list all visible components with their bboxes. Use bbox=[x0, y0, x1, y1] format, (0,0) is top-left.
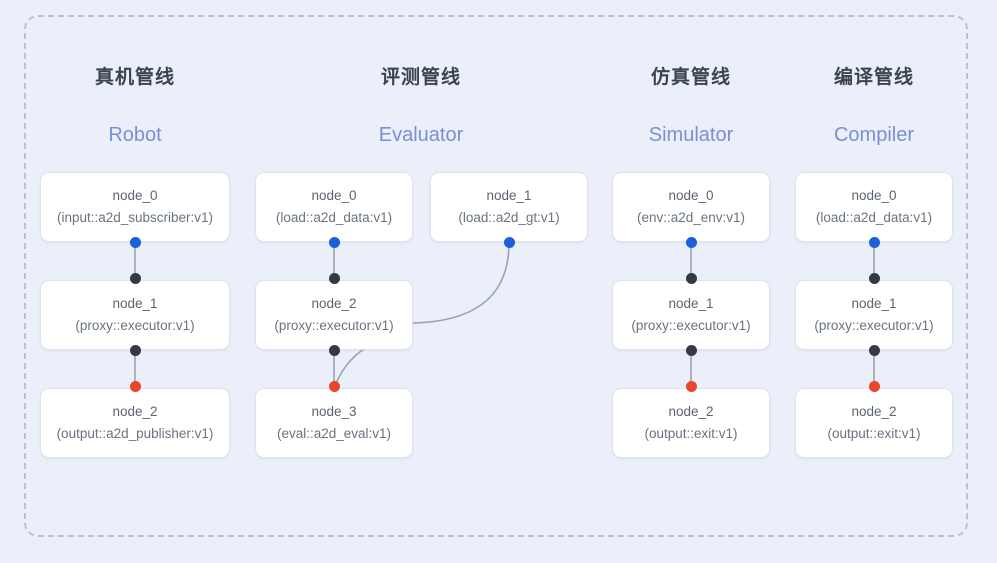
node-id: node_0 bbox=[668, 188, 714, 204]
port-in-simulator-1 bbox=[685, 272, 697, 284]
node-kind: (load::a2d_data:v1) bbox=[275, 210, 393, 225]
column-title-evaluator: 评测管线 bbox=[380, 66, 461, 88]
node-kind: (load::a2d_data:v1) bbox=[815, 210, 933, 225]
port-out-simulator-0 bbox=[685, 236, 697, 248]
column-subtitle-simulator: Simulator bbox=[648, 124, 734, 146]
node-simulator-1[interactable]: node_1 (proxy::executor:v1) bbox=[612, 280, 770, 350]
port-in-robot-2 bbox=[129, 380, 141, 392]
column-subtitle-robot: Robot bbox=[108, 124, 162, 146]
node-id: node_0 bbox=[851, 188, 897, 204]
port-in-evaluator-3 bbox=[328, 380, 340, 392]
node-id: node_3 bbox=[311, 404, 357, 420]
node-kind: (proxy::executor:v1) bbox=[631, 318, 751, 333]
node-kind: (proxy::executor:v1) bbox=[274, 318, 394, 333]
node-evaluator-2[interactable]: node_2 (proxy::executor:v1) bbox=[255, 280, 413, 350]
column-title-simulator: 仿真管线 bbox=[650, 66, 731, 88]
node-kind: (output::exit:v1) bbox=[827, 426, 921, 441]
port-out-robot-1 bbox=[129, 344, 141, 356]
node-robot-1[interactable]: node_1 (proxy::executor:v1) bbox=[40, 280, 230, 350]
pipeline-frame bbox=[24, 15, 968, 537]
node-id: node_2 bbox=[851, 404, 897, 420]
node-kind: (env::a2d_env:v1) bbox=[636, 210, 746, 225]
node-id: node_1 bbox=[851, 296, 897, 312]
node-kind: (output::exit:v1) bbox=[644, 426, 738, 441]
node-kind: (load::a2d_gt:v1) bbox=[458, 210, 560, 225]
node-id: node_0 bbox=[311, 188, 357, 204]
node-robot-2[interactable]: node_2 (output::a2d_publisher:v1) bbox=[40, 388, 230, 458]
port-in-compiler-1 bbox=[868, 272, 880, 284]
column-subtitle-compiler: Compiler bbox=[833, 124, 915, 146]
node-kind: (output::a2d_publisher:v1) bbox=[56, 426, 214, 441]
port-out-simulator-1 bbox=[685, 344, 697, 356]
node-compiler-0[interactable]: node_0 (load::a2d_data:v1) bbox=[795, 172, 953, 242]
node-simulator-0[interactable]: node_0 (env::a2d_env:v1) bbox=[612, 172, 770, 242]
node-id: node_2 bbox=[311, 296, 357, 312]
node-id: node_1 bbox=[668, 296, 714, 312]
node-kind: (proxy::executor:v1) bbox=[814, 318, 934, 333]
port-out-compiler-0 bbox=[868, 236, 880, 248]
port-in-simulator-2 bbox=[685, 380, 697, 392]
column-title-robot: 真机管线 bbox=[94, 66, 175, 88]
port-in-robot-1 bbox=[129, 272, 141, 284]
node-simulator-2[interactable]: node_2 (output::exit:v1) bbox=[612, 388, 770, 458]
port-out-robot-0 bbox=[129, 236, 141, 248]
node-id: node_1 bbox=[112, 296, 158, 312]
node-robot-0[interactable]: node_0 (input::a2d_subscriber:v1) bbox=[40, 172, 230, 242]
column-title-compiler: 编译管线 bbox=[833, 66, 914, 88]
node-kind: (eval::a2d_eval:v1) bbox=[276, 426, 392, 441]
node-evaluator-1[interactable]: node_1 (load::a2d_gt:v1) bbox=[430, 172, 588, 242]
node-evaluator-0[interactable]: node_0 (load::a2d_data:v1) bbox=[255, 172, 413, 242]
port-out-evaluator-0 bbox=[328, 236, 340, 248]
node-evaluator-3[interactable]: node_3 (eval::a2d_eval:v1) bbox=[255, 388, 413, 458]
node-kind: (input::a2d_subscriber:v1) bbox=[56, 210, 214, 225]
port-in-evaluator-2 bbox=[328, 272, 340, 284]
node-compiler-2[interactable]: node_2 (output::exit:v1) bbox=[795, 388, 953, 458]
node-kind: (proxy::executor:v1) bbox=[75, 318, 195, 333]
node-id: node_2 bbox=[668, 404, 714, 420]
port-out-evaluator-1 bbox=[503, 236, 515, 248]
node-id: node_1 bbox=[486, 188, 532, 204]
port-out-compiler-1 bbox=[868, 344, 880, 356]
port-in-compiler-2 bbox=[868, 380, 880, 392]
node-id: node_2 bbox=[112, 404, 158, 420]
port-out-evaluator-2 bbox=[328, 344, 340, 356]
node-compiler-1[interactable]: node_1 (proxy::executor:v1) bbox=[795, 280, 953, 350]
node-id: node_0 bbox=[112, 188, 158, 204]
column-subtitle-evaluator: Evaluator bbox=[378, 124, 464, 146]
